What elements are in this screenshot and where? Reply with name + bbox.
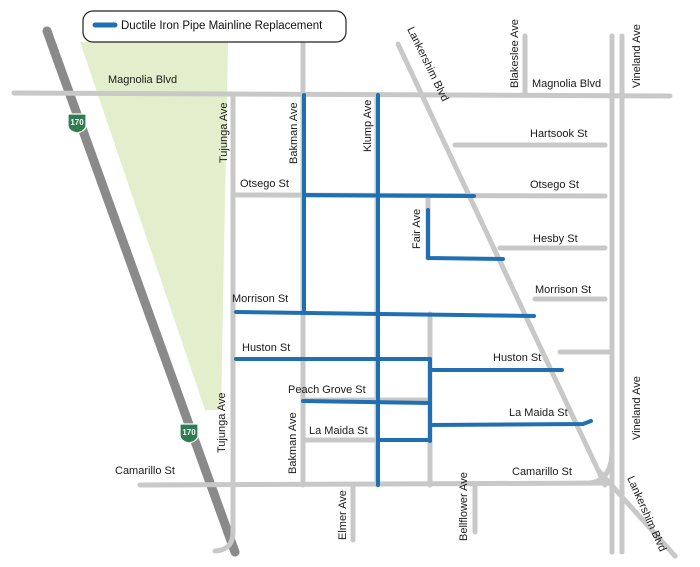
shield-body: [67, 113, 87, 134]
label-camarillo-st-west: Camarillo St: [115, 465, 175, 477]
label-morrison-st-east: Morrison St: [535, 284, 591, 296]
route-170-shield-north: 170: [67, 113, 87, 134]
street-vineland-curve: [587, 447, 615, 486]
route-170-label-south: 170: [182, 428, 196, 437]
label-otsego-st-west: Otsego St: [240, 178, 289, 190]
label-morrison-st-west: Morrison St: [232, 293, 288, 305]
label-bellflower-ave: Bellflower Ave: [458, 472, 470, 541]
pipe-network: [234, 93, 593, 487]
label-tujunga-ave-north: Tujunga Ave: [218, 102, 230, 163]
label-lankershim-blvd-south: Lankershim Blvd: [624, 474, 668, 553]
pipe-peach-grove-st: [301, 399, 432, 405]
label-hesby-st: Hesby St: [533, 233, 578, 245]
street-magnolia-blvd: [11, 90, 673, 99]
label-vineland-ave-north: Vineland Ave: [631, 24, 643, 88]
label-huston-st-west: Huston St: [242, 342, 290, 354]
label-tujunga-ave-south: Tujunga Ave: [216, 392, 228, 453]
shield-body: [179, 423, 199, 444]
street-tujunga-ave-south: [212, 487, 236, 554]
label-la-maida-st-west: La Maida St: [309, 425, 368, 437]
park-area: [80, 42, 228, 410]
label-fair-ave: Fair Ave: [411, 209, 423, 249]
label-peach-grove-st: Peach Grove St: [288, 384, 366, 396]
label-lankershim-blvd-north: Lankershim Blvd: [404, 25, 450, 103]
street-lankershim-blvd: [395, 41, 608, 488]
label-magnolia-blvd-west: Magnolia Blvd: [108, 74, 177, 86]
route-170-shield-south: 170: [179, 423, 199, 444]
label-klump-ave: Klump Ave: [362, 100, 374, 152]
legend: Ductile Iron Pipe Mainline Replacement: [82, 10, 347, 43]
label-bakman-ave-north: Bakman Ave: [288, 102, 300, 164]
label-huston-st-east: Huston St: [493, 352, 541, 364]
label-vineland-ave-south: Vineland Ave: [631, 376, 643, 440]
label-la-maida-st-east: La Maida St: [509, 407, 568, 419]
label-camarillo-st-east: Camarillo St: [512, 466, 572, 478]
label-otsego-st-east: Otsego St: [530, 179, 579, 191]
legend-box: [82, 10, 347, 43]
label-hartsook-st: Hartsook St: [530, 128, 587, 140]
label-elmer-ave: Elmer Ave: [337, 490, 349, 540]
route-170-label-north: 170: [70, 118, 84, 127]
pipe-fair-ave: [426, 208, 505, 261]
pipe-la-maida-st: [376, 419, 593, 442]
legend-label: Ductile Iron Pipe Mainline Replacement: [121, 20, 323, 32]
pipe-otsego-st: [302, 193, 476, 198]
label-blakeslee-ave: Blakeslee Ave: [509, 19, 521, 88]
label-magnolia-blvd-east: Magnolia Blvd: [532, 78, 601, 90]
label-bakman-ave-south: Bakman Ave: [287, 412, 299, 474]
pipe-morrison-st: [234, 310, 536, 318]
